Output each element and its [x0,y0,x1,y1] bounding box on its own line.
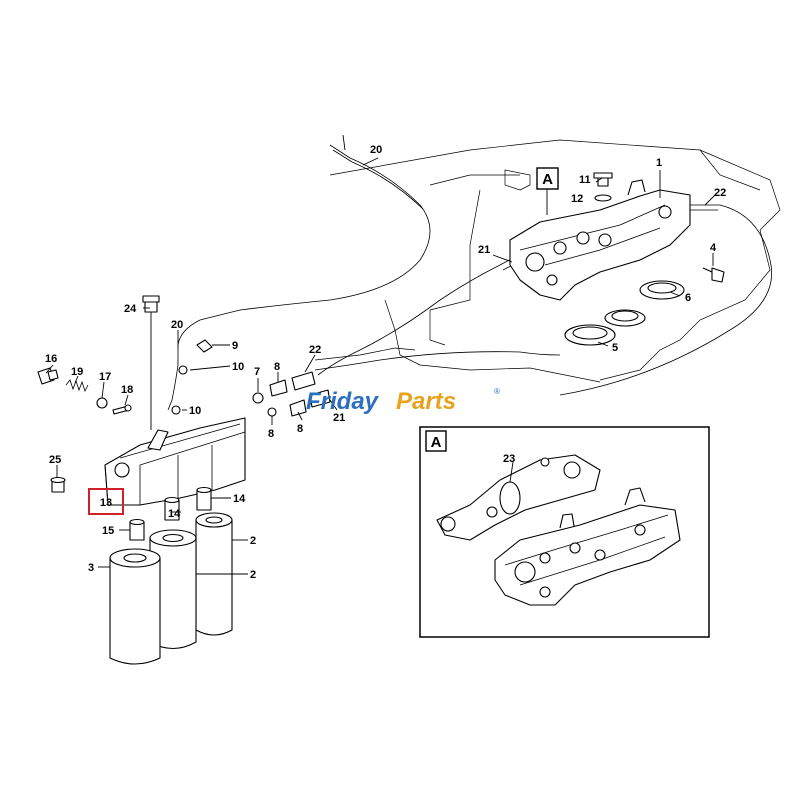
spring-19 [65,379,89,393]
callout-21-lower: 21 [333,412,345,424]
filter-cartridge-2-rear [195,512,233,636]
filter-cartridge-3 [109,548,161,665]
callout-11: 11 [579,174,591,186]
callout-2-lower: 2 [250,569,256,581]
view-tag-label: A [542,171,553,188]
plug-11 [593,172,613,187]
callout-19: 19 [71,366,83,378]
spacer-14-left [164,496,180,521]
highlighted-callout-13: 13 [88,488,124,515]
callout-8-lower-b: 8 [297,423,303,435]
washer-17 [96,397,108,409]
callout-16: 16 [45,353,57,365]
leader-lines [45,134,716,575]
callout-8-lower-a: 8 [268,428,274,440]
callout-25: 25 [49,454,61,466]
callout-10-lower: 10 [189,405,201,417]
view-tag-box: A [536,167,559,215]
fitting-8 [269,379,307,417]
callout-14-right: 14 [233,493,246,505]
fitting-9 [196,339,213,353]
detail-tag-label: A [431,434,442,451]
callout-24: 24 [124,303,137,315]
sensor-cable-20 [167,144,431,411]
plug-25 [50,476,66,493]
callout-20-lower: 20 [171,319,183,331]
engine-block-outline [314,139,781,383]
callout-14-left: 14 [168,508,181,520]
cover-5 [564,309,646,346]
callout-22-upper: 22 [714,187,726,199]
relief-valve-16 [37,367,59,385]
callout-20-upper: 20 [370,144,382,156]
plug-24 [142,295,160,430]
callout-23: 23 [503,453,515,465]
callout-13: 13 [100,497,112,509]
washer-12 [594,194,612,202]
spacer-15 [129,518,145,541]
watermark-registered: ® [494,387,500,396]
callout-5: 5 [612,342,618,354]
watermark-word-2: Parts [396,388,456,415]
callout-6: 6 [685,292,691,304]
callout-9: 9 [232,340,238,352]
detail-view-a: A 23 [419,426,710,638]
callout-4: 4 [710,242,717,254]
spacer-14-right [196,486,212,511]
sensor-22 [291,371,331,408]
cover-6 [639,280,685,300]
callout-17: 17 [99,371,111,383]
callout-15: 15 [102,525,114,537]
callout-8-upper: 8 [274,361,280,373]
callout-1: 1 [656,157,662,169]
callout-10-upper: 10 [232,361,244,373]
fitting-7 [252,392,277,417]
callout-7: 7 [254,366,260,378]
filter-housing-13 [104,417,246,506]
callout-18: 18 [121,384,133,396]
watermark-logo: Friday Parts ® [306,387,500,415]
callout-12: 12 [571,193,583,205]
callout-labels: 20 1 22 4 6 5 21 11 12 24 20 9 10 10 7 8… [45,144,726,581]
sensor-cable-22 [314,204,772,396]
watermark-word-1: Friday [306,388,380,415]
gasket-23 [436,454,601,541]
callout-22-lower: 22 [309,344,321,356]
oil-filter-manifold-upper [509,179,691,301]
callout-2-upper: 2 [250,535,256,547]
callout-21-upper: 21 [478,244,490,256]
fitting-10 [171,365,188,415]
detail-manifold [494,487,681,606]
pin-18 [112,404,132,415]
bolt-4 [702,267,725,283]
callout-3: 3 [88,562,94,574]
